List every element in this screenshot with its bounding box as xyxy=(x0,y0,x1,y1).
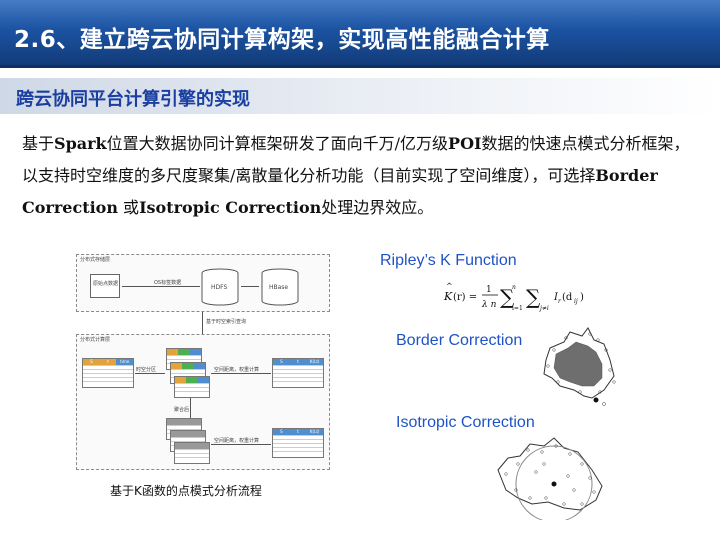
svg-text:∑: ∑ xyxy=(526,285,541,309)
col-t-r: t xyxy=(289,359,307,365)
col-kd-r2: K(Lt) xyxy=(306,429,324,435)
svg-text:j≠i: j≠i xyxy=(538,305,549,312)
time-partition-label: 时空分区 xyxy=(136,367,157,373)
svg-text:i=1: i=1 xyxy=(512,305,523,312)
raw-data-label: 原始点数据 xyxy=(93,281,119,287)
border-correction-map xyxy=(543,327,616,406)
svg-text:): ) xyxy=(580,292,584,303)
svg-text:λ n: λ n xyxy=(481,300,497,310)
table-agg-3 xyxy=(174,442,210,464)
hbase-cylinder-icon xyxy=(261,268,299,306)
svg-text:r: r xyxy=(558,298,562,305)
para-spark: Spark xyxy=(54,134,107,153)
arrow-2 xyxy=(211,373,271,374)
para-text-3: 数据的快速点模式分析框架，以支持时空维度的多尺度聚集/离散量化分析功能（目前实现… xyxy=(22,134,690,185)
para-poi: POI xyxy=(448,134,482,153)
svg-text:^: ^ xyxy=(446,282,453,291)
svg-text:∑: ∑ xyxy=(500,285,515,309)
slide-subtitle: 跨云协同平台计算引擎的实现 xyxy=(16,89,250,110)
raw-data-doc xyxy=(90,274,120,298)
arrow-query xyxy=(202,312,203,334)
svg-text:(d: (d xyxy=(562,292,573,303)
col-s-r: S xyxy=(273,359,290,365)
flow-caption: 基于K函数的点模式分析流程 xyxy=(110,484,262,498)
para-iso: Isotropic Correction xyxy=(139,198,322,217)
col-kd-r: K(Lt) xyxy=(306,359,324,365)
ripley-label: Ripley’s K Function xyxy=(380,252,517,269)
query-label: 基于时空索引查询 xyxy=(206,319,247,325)
dist-weight-label-2: 空间距离，权重计算 xyxy=(214,438,260,444)
etl-label: OS标签数据 xyxy=(154,280,182,286)
hdfs-label: HDFS xyxy=(211,284,228,291)
table-partition-3 xyxy=(174,376,210,398)
isotropic-correction-map xyxy=(497,437,603,520)
storage-layer-label: 分布式存储层 xyxy=(80,257,111,263)
col-s-r2: S xyxy=(273,429,290,435)
arrow-raw-hdfs xyxy=(122,286,200,287)
slide-title: 2.6、建立跨云协同计算构架，实现高性能融合计算 xyxy=(14,27,550,53)
title-shine xyxy=(0,0,720,30)
col-time-1: time xyxy=(116,359,134,365)
para-text-1: 基于 xyxy=(22,134,55,153)
svg-text:(r) =: (r) = xyxy=(453,292,477,303)
svg-text:K: K xyxy=(443,290,453,303)
para-text-2: 位置大数据协同计算框架研发了面向千万/亿万级 xyxy=(106,134,449,153)
para-text-4: 或 xyxy=(117,198,140,217)
arrow-hdfs-hbase xyxy=(241,286,259,287)
arrow-3 xyxy=(190,398,191,418)
subtitle-band: 跨云协同平台计算引擎的实现 xyxy=(0,78,720,114)
svg-text:n: n xyxy=(512,284,516,291)
hdfs-cylinder-icon xyxy=(201,268,239,306)
svg-text:I: I xyxy=(553,292,559,303)
title-bar: 2.6、建立跨云协同计算构架，实现高性能融合计算 xyxy=(0,0,720,68)
col-t-1: t xyxy=(99,359,117,365)
dist-weight-label: 空间距离，权重计算 xyxy=(214,367,260,373)
k-function-formula: K ^ (r) = 1 λ n ∑ n i=1 ∑ j≠i I r (d ij … xyxy=(443,282,584,312)
flow-diagram: 分布式存储层 原始点数据 OS标签数据 HDFS HBase 基于时空索引查询 … xyxy=(70,248,335,473)
border-correction-label: Border Correction xyxy=(396,332,523,349)
hbase-label: HBase xyxy=(269,284,289,291)
isotropic-correction-label: Isotropic Correction xyxy=(396,414,535,431)
col-t-r2: t xyxy=(289,429,307,435)
compute-layer-label: 分布式计算层 xyxy=(80,337,111,343)
svg-text:ij: ij xyxy=(574,298,578,305)
agg-label: 聚合后 xyxy=(174,407,190,413)
para-text-5: 处理边界效应。 xyxy=(321,198,434,217)
svg-text:1: 1 xyxy=(486,285,492,295)
arrow-1 xyxy=(135,373,165,374)
para-border: Border Correction xyxy=(22,166,658,217)
description-paragraph: 基于Spark位置大数据协同计算框架研发了面向千万/亿万级POI数据的快速点模式… xyxy=(22,128,702,224)
arrow-4 xyxy=(211,444,271,445)
col-s-1: S xyxy=(83,359,100,365)
